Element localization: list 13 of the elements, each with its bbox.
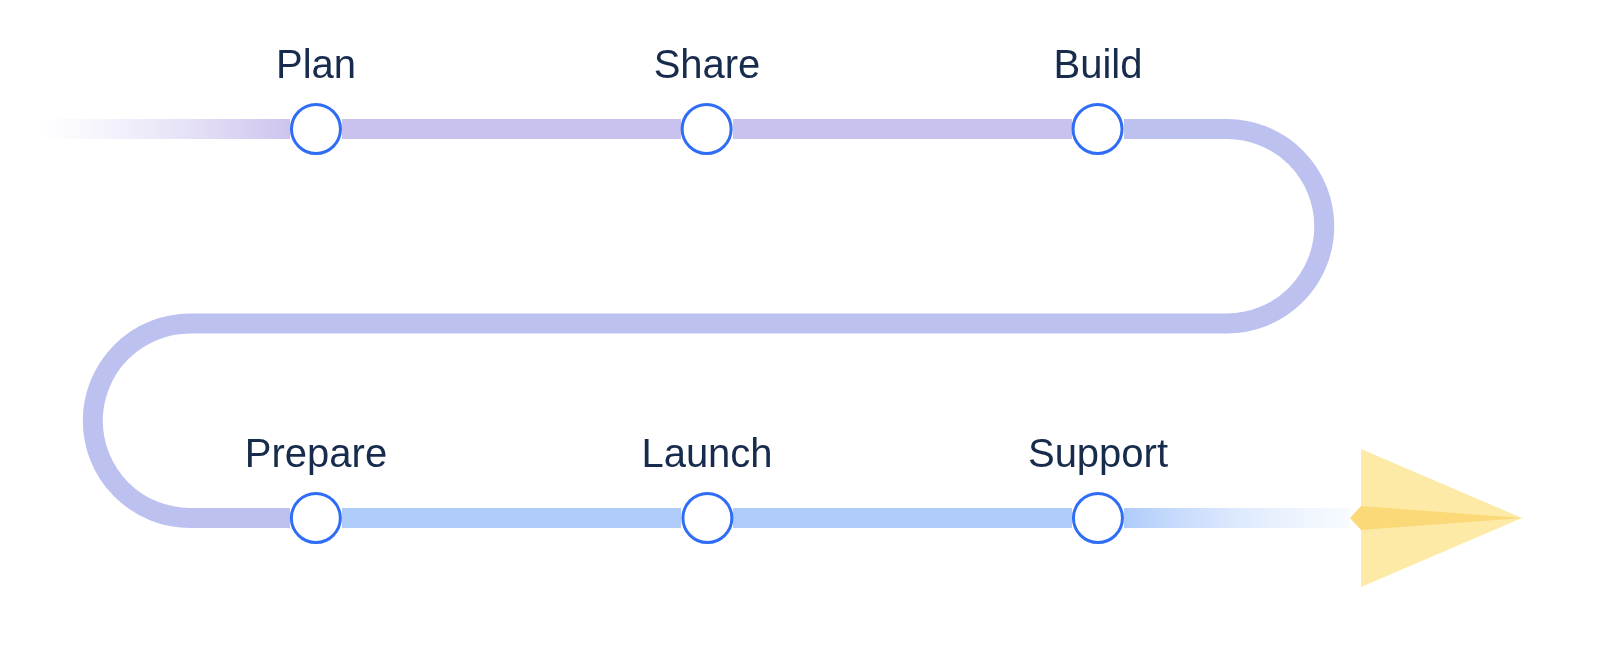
path-line: [342, 508, 681, 528]
path-line: [733, 508, 1072, 528]
path-line: [82, 119, 1335, 528]
step-label: Support: [1027, 430, 1169, 476]
path-line: [1124, 508, 1350, 528]
paper-plane-icon: [1350, 449, 1522, 587]
step-label: Share: [653, 41, 761, 87]
step-label: Plan: [275, 41, 357, 87]
path-line: [733, 119, 1072, 139]
path-line: [342, 119, 681, 139]
step-label: Prepare: [244, 430, 388, 476]
step-label: Launch: [641, 430, 773, 476]
step-label: Build: [1053, 41, 1143, 87]
